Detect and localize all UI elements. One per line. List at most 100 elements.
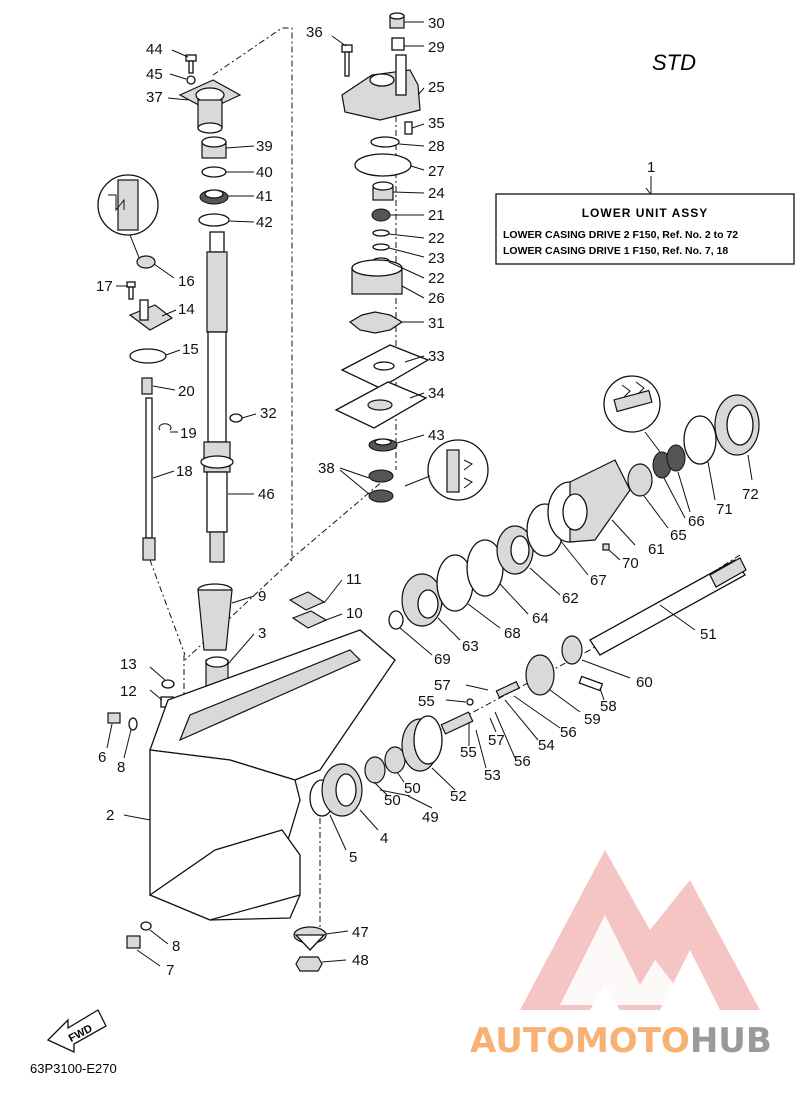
callout-8-upper: 8 (117, 759, 125, 776)
callout-46: 46 (258, 486, 275, 503)
bearing-39 (201, 136, 227, 159)
callout-5: 5 (349, 849, 357, 866)
sleeve-9 (197, 583, 233, 651)
propeller-shaft-51 (589, 557, 747, 656)
anode-11 (288, 591, 326, 611)
oil-seal-41 (199, 189, 229, 205)
anode-10 (291, 610, 328, 629)
callout-45: 45 (146, 66, 163, 83)
callout-37: 37 (146, 89, 163, 106)
diagram-code: 63P3100-E270 (30, 1061, 117, 1076)
circlip-69 (388, 610, 404, 630)
callout-56-right: 56 (560, 724, 577, 741)
callout-12: 12 (120, 683, 137, 700)
plug-13 (161, 679, 175, 689)
key-32 (229, 413, 243, 423)
oil-seal-housing-37 (178, 79, 242, 134)
needle-bearing-65 (627, 463, 653, 497)
washer-45 (186, 75, 196, 85)
washer-40 (201, 166, 227, 178)
callout-50-right: 50 (404, 780, 421, 797)
o-ring-42 (198, 213, 230, 227)
circlip-19 (158, 423, 172, 431)
o-ring-15 (129, 348, 167, 364)
forward-gear-52 (401, 715, 443, 772)
watermark-text: AUTOMOTOHUB (470, 1021, 772, 1061)
grommet-30 (389, 12, 405, 29)
impeller-31 (348, 311, 404, 334)
callout-63: 63 (462, 638, 479, 655)
pinion-gear-47 (293, 926, 327, 951)
gasket-33 (340, 344, 430, 389)
callout-66: 66 (688, 513, 705, 530)
callout-72: 72 (742, 486, 759, 503)
callout-23: 23 (428, 250, 445, 267)
callout-43: 43 (428, 427, 445, 444)
oil-seal-21 (371, 208, 391, 222)
drive-shaft-46 (200, 231, 234, 563)
callout-31: 31 (428, 315, 445, 332)
callout-14: 14 (178, 301, 195, 318)
callout-7: 7 (166, 962, 174, 979)
shift-rod-holder-14 (128, 299, 174, 331)
callout-10: 10 (346, 605, 363, 622)
callout-58: 58 (600, 698, 617, 715)
bushing-16 (136, 255, 156, 269)
ring-nut-72 (714, 394, 760, 456)
variant-label: STD (652, 50, 696, 75)
callout-52: 52 (450, 788, 467, 805)
drain-bolt-7 (126, 935, 141, 949)
claw-washer-71 (683, 415, 717, 465)
callout-26: 26 (428, 290, 445, 307)
o-ring-28 (370, 136, 400, 148)
dowel-pin-35 (404, 121, 413, 135)
callout-18: 18 (176, 463, 193, 480)
callout-2: 2 (106, 807, 114, 824)
callout-55-lower: 55 (460, 744, 477, 761)
detail-inset-seal-direction (427, 439, 489, 501)
watermark-logo (520, 850, 760, 1010)
callout-70: 70 (622, 555, 639, 572)
callout-36: 36 (306, 24, 323, 41)
callout-8-lower: 8 (172, 938, 180, 955)
gasket-8a (128, 717, 138, 731)
callout-62: 62 (562, 590, 579, 607)
callout-41: 41 (256, 188, 273, 205)
callout-13: 13 (120, 656, 137, 673)
callout-32: 32 (260, 405, 277, 422)
callout-33: 33 (428, 348, 445, 365)
washer-22a (372, 229, 390, 237)
assembly-title: LOWER UNIT ASSY (582, 206, 709, 220)
spring-54 (495, 680, 521, 699)
watermark-triangle-inner (560, 915, 690, 1005)
assembly-line-1: LOWER CASING DRIVE 2 F150, Ref. No. 2 to… (503, 229, 738, 241)
callout-57-upper: 57 (434, 677, 451, 694)
callout-50-left: 50 (384, 792, 401, 809)
callout-40: 40 (256, 164, 273, 181)
callout-34: 34 (428, 385, 445, 402)
bolt-17 (126, 281, 136, 300)
callout-21: 21 (428, 207, 445, 224)
shift-rod-18 (142, 397, 156, 561)
watermark-text-auto: AUTOMOTO (470, 1021, 690, 1061)
pump-cup-26 (351, 259, 403, 295)
callout-27: 27 (428, 163, 445, 180)
bolt-44 (185, 54, 197, 74)
callout-15: 15 (182, 341, 199, 358)
callout-39: 39 (256, 138, 273, 155)
callout-35: 35 (428, 115, 445, 132)
collar-29 (391, 37, 405, 51)
o-ring-27 (354, 153, 412, 177)
assembly-info-box: 1 LOWER UNIT ASSY LOWER CASING DRIVE 2 F… (495, 159, 795, 265)
assembly-ref-number: 1 (647, 159, 655, 176)
callout-59: 59 (584, 711, 601, 728)
fwd-arrow (46, 1009, 107, 1054)
callout-22-lower: 22 (428, 270, 445, 287)
callout-24: 24 (428, 185, 445, 202)
bearing-62 (496, 525, 534, 575)
callout-51: 51 (700, 626, 717, 643)
bearing-50a (364, 756, 386, 784)
callout-29: 29 (428, 39, 445, 56)
callout-60: 60 (636, 674, 653, 691)
callout-47: 47 (352, 924, 369, 941)
